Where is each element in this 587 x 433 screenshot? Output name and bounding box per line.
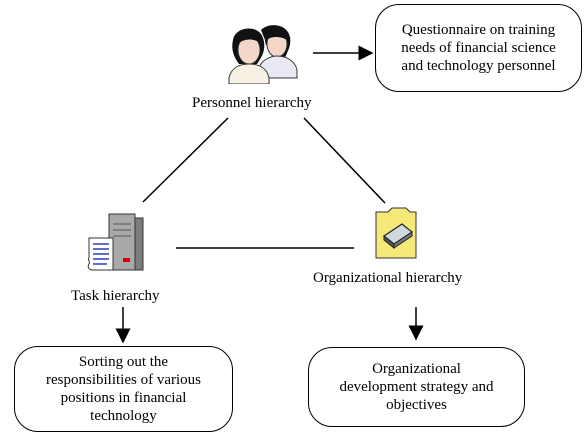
personnel-hierarchy-label: Personnel hierarchy — [192, 95, 312, 111]
strategy-text: Organizational development strategy and … — [339, 361, 494, 413]
folder-scanner-icon — [374, 206, 418, 260]
responsibilities-text: Sorting out the responsibilities of vari… — [46, 354, 201, 424]
task-hierarchy-label: Task hierarchy — [71, 288, 160, 304]
responsibilities-box: Sorting out the responsibilities of vari… — [14, 346, 233, 432]
questionnaire-text: Questionnaire on training needs of finan… — [401, 22, 556, 74]
strategy-box: Organizational development strategy and … — [308, 347, 525, 427]
link-personnel-organizational — [303, 117, 386, 204]
questionnaire-box: Questionnaire on training needs of finan… — [375, 4, 582, 92]
organizational-hierarchy-label: Organizational hierarchy — [313, 270, 463, 286]
link-personnel-task — [142, 117, 229, 203]
server-document-icon — [83, 212, 155, 274]
people-icon — [225, 22, 305, 85]
